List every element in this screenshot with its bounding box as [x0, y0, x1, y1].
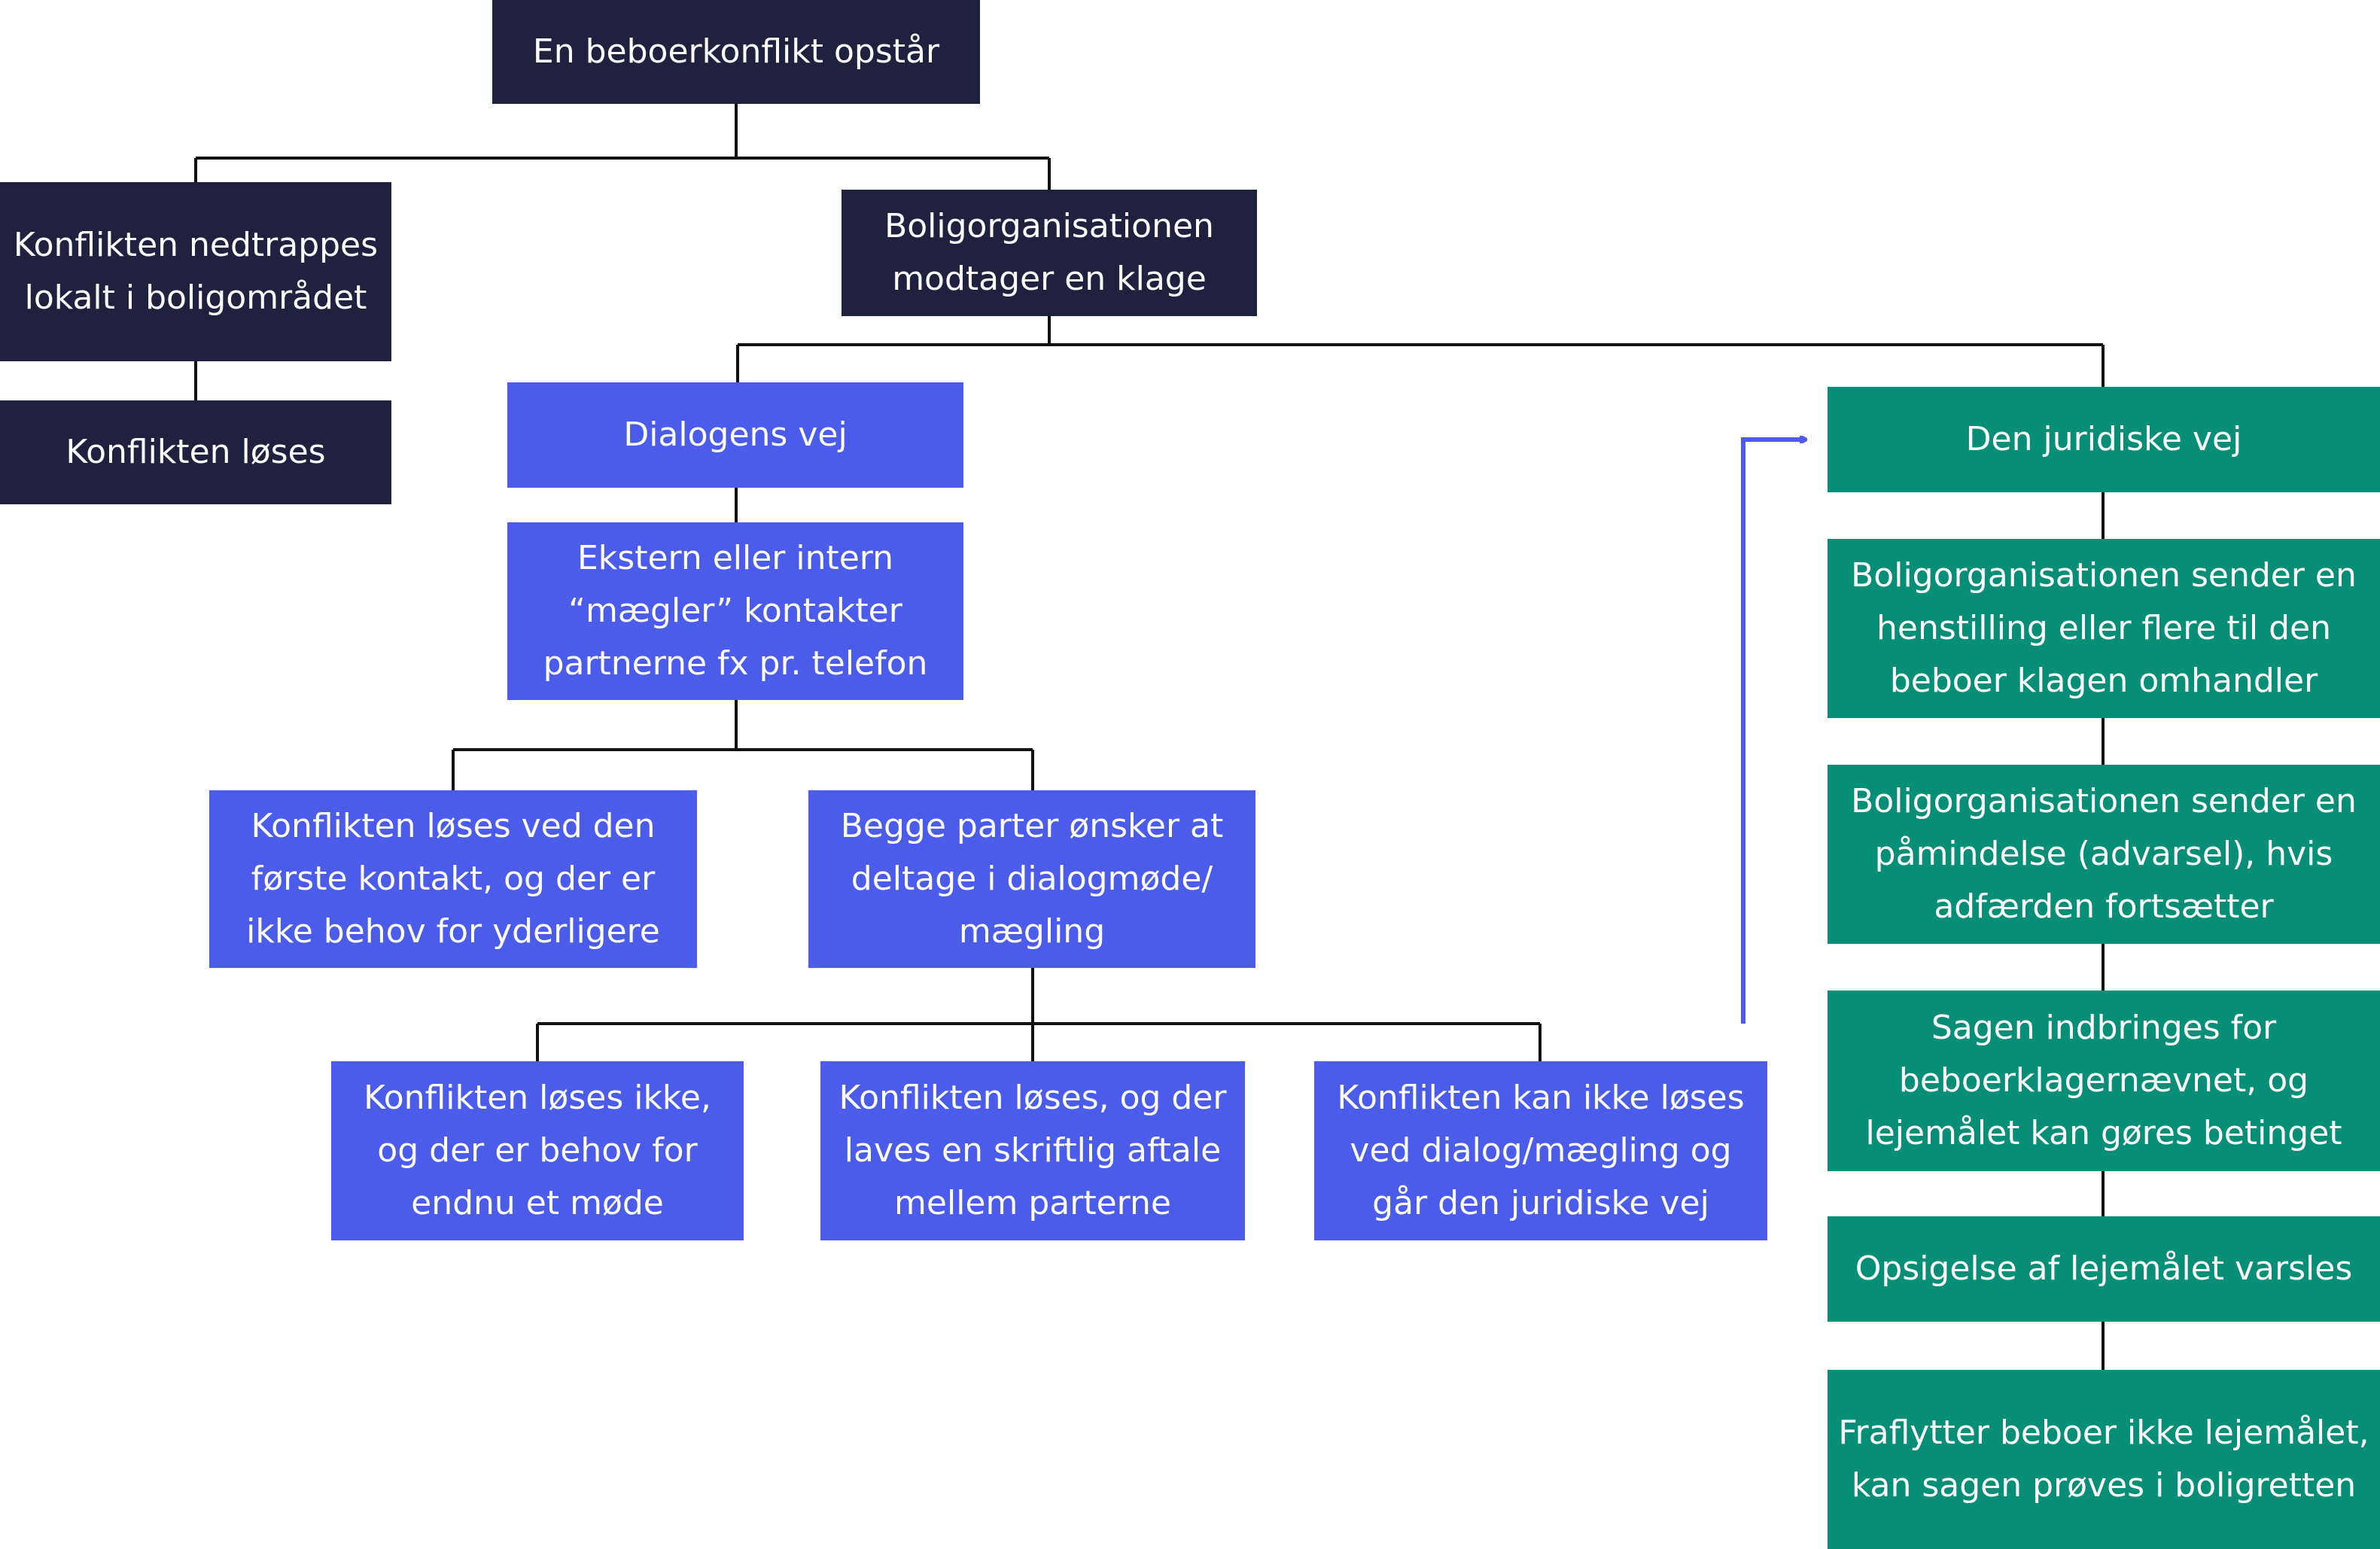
connector-dialogue	[452, 488, 1034, 790]
connector-root	[194, 104, 1051, 190]
dialogue-title-node: Dialogens vej	[507, 382, 963, 488]
tenant-board-node: Sagen indbringes for beboerklagernævnet,…	[1828, 991, 2380, 1171]
termination-node: Opsigelse af lejemålet varsles	[1828, 1216, 2380, 1322]
local-resolved-node: Konflikten løses	[0, 400, 391, 504]
mediator-node: Ekstern eller intern “mægler” kontakter …	[507, 522, 963, 700]
root-node: En beboerkonflikt opstår	[492, 0, 980, 104]
arrow-to-legal	[1741, 440, 1805, 1024]
complaint-node: Boligorganisationen modtager en klage	[842, 190, 1257, 316]
to-legal-node: Konflikten kan ikke løses ved dialog/mæg…	[1314, 1061, 1767, 1240]
legal-title-node: Den juridiske vej	[1828, 387, 2380, 492]
first-contact-node: Konflikten løses ved den første kontakt,…	[209, 790, 697, 968]
recommendation-node: Boligorganisationen sender en henstillin…	[1828, 539, 2380, 718]
local-deescalation-node: Konflikten nedtrappes lokalt i boligområ…	[0, 182, 391, 361]
written-agreement-node: Konflikten løses, og der laves en skrift…	[820, 1061, 1245, 1240]
housing-court-node: Fraflytter beboer ikke lejemålet, kan sa…	[1828, 1370, 2380, 1549]
connector-complaint	[736, 316, 2105, 387]
warning-node: Boligorganisationen sender en påmindelse…	[1828, 765, 2380, 944]
not-resolved-node: Konflikten løses ikke, og der er behov f…	[331, 1061, 744, 1240]
dialogue-meeting-node: Begge parter ønsker at deltage i dialogm…	[808, 790, 1255, 968]
connector-meeting	[536, 968, 1542, 1061]
